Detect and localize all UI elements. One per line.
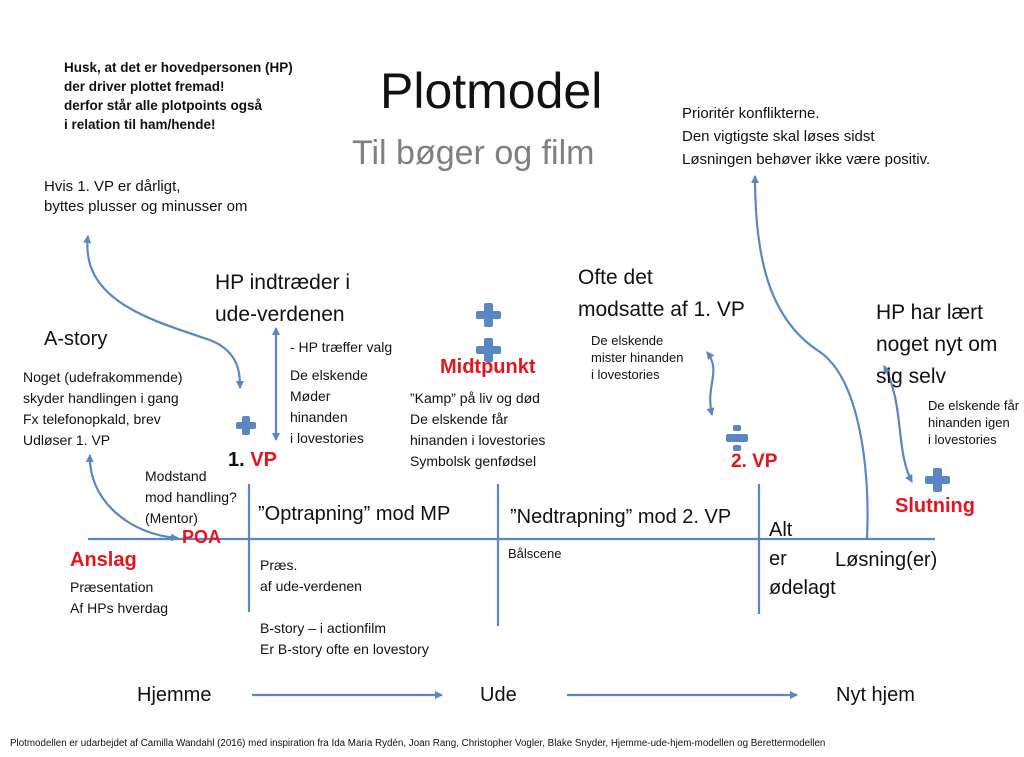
- hp-traeffer-valg: - HP træffer valg: [290, 339, 393, 355]
- plus-icon: [476, 303, 501, 327]
- plus-icon: [476, 338, 501, 362]
- alt-er-odelagt: Alt er ødelagt: [769, 519, 836, 599]
- balscene-label: Bålscene: [508, 546, 562, 561]
- losning-label: Løsning(er): [835, 549, 938, 571]
- nedtrapning-label: ”Nedtrapning” mod 2. VP: [510, 506, 732, 528]
- mister-arrow: [706, 351, 715, 416]
- poa-label: POA: [182, 527, 222, 547]
- journey-ude: Ude: [480, 684, 517, 706]
- vp2-label: 2. VP: [731, 451, 778, 472]
- modstand-note: Modstand mod handling? (Mentor): [145, 468, 237, 526]
- plus-icon: [236, 416, 256, 435]
- elskende-faar-note: De elskende får hinanden igen i lovestor…: [928, 398, 1020, 447]
- elskende-moder-note: De elskende Møder hinanden i lovestories: [290, 367, 368, 446]
- faar-arrow: [883, 365, 913, 483]
- elskende-mister-note: De elskende mister hinanden i lovestorie…: [591, 333, 684, 382]
- hp-indtraeder-label: HP indtræder i ude-verdenen: [215, 271, 351, 326]
- plus-icon: [925, 468, 950, 492]
- optrapning-label: ”Optrapning” mod MP: [258, 503, 451, 525]
- kamp-note: ”Kamp” på liv og død De elskende får hin…: [410, 390, 546, 469]
- ofte-label: Ofte det modsatte af 1. VP: [578, 266, 745, 321]
- praes-note: Præs. af ude-verdenen: [260, 557, 362, 594]
- hp-har-laert-label: HP har lært noget nyt om sig selv: [876, 301, 998, 388]
- anslag-label: Anslag: [70, 549, 137, 571]
- hvis-note: Hvis 1. VP er dårligt, byttes plusser og…: [44, 178, 248, 215]
- vp1-label: 1. VP: [228, 449, 277, 471]
- slutning-label: Slutning: [895, 495, 975, 517]
- a-story-label: A-story: [44, 328, 108, 350]
- journey-hjemme: Hjemme: [137, 684, 212, 706]
- hvis-arrow: [83, 235, 244, 389]
- husk-note: Husk, at det er hovedpersonen (HP) der d…: [64, 60, 293, 132]
- noget-note: Noget (udefrakommende) skyder handlingen…: [23, 369, 183, 448]
- prioriter-note: Prioritér konflikterne. Den vigtigste sk…: [682, 105, 931, 168]
- journey-nyt-hjem: Nyt hjem: [836, 684, 915, 706]
- page-subtitle: Til bøger og film: [352, 134, 595, 172]
- resolution-arrow: [751, 175, 869, 540]
- page-title: Plotmodel: [380, 63, 603, 119]
- udloser-arrow: [85, 454, 179, 542]
- b-story-note: B-story – i actionfilm Er B-story ofte e…: [260, 620, 429, 657]
- footer-credit: Plotmodellen er udarbejdet af Camilla Wa…: [10, 738, 826, 749]
- minus-icon: [726, 425, 748, 451]
- praesentation-note: Præsentation Af HPs hverdag: [70, 579, 169, 616]
- midtpunkt-label: Midtpunkt: [440, 356, 536, 378]
